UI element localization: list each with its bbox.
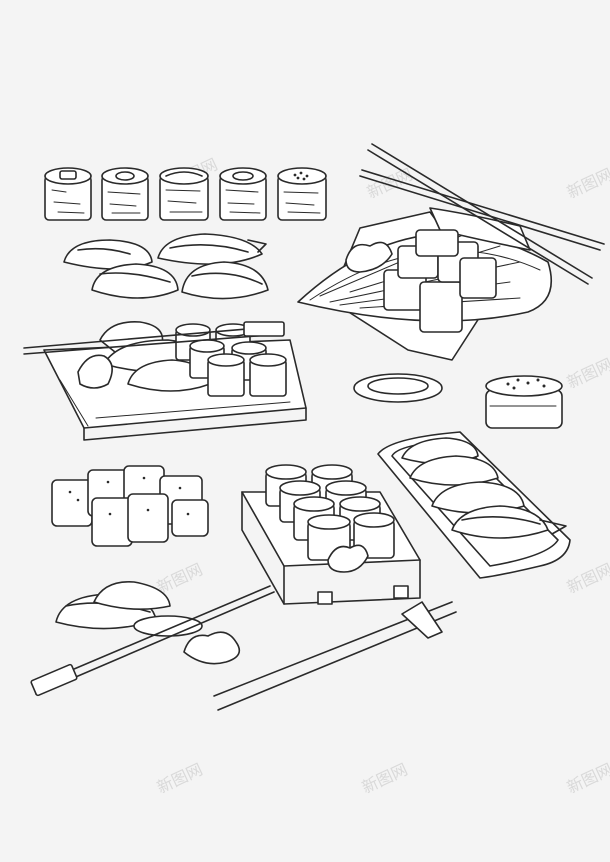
leaf-platter	[297, 207, 552, 403]
nigiri-group	[63, 233, 269, 300]
uramaki-group	[51, 465, 209, 547]
gunkan-roll	[485, 375, 563, 429]
chopsticks	[213, 601, 457, 711]
wooden-tray	[43, 321, 307, 441]
maki-roll-row	[44, 167, 327, 221]
long-plate	[377, 431, 571, 579]
maki-roll	[159, 167, 209, 221]
chopsticks	[30, 585, 275, 697]
maki-roll	[101, 167, 149, 221]
maki-roll	[277, 167, 327, 221]
chopsticks	[359, 143, 605, 285]
nigiri-group	[55, 581, 241, 665]
uramaki-roll	[383, 229, 497, 333]
maki-roll	[219, 167, 267, 221]
wooden-stand	[241, 464, 421, 605]
maki-roll	[265, 464, 395, 561]
chopsticks	[23, 321, 285, 355]
maki-roll	[44, 167, 92, 221]
